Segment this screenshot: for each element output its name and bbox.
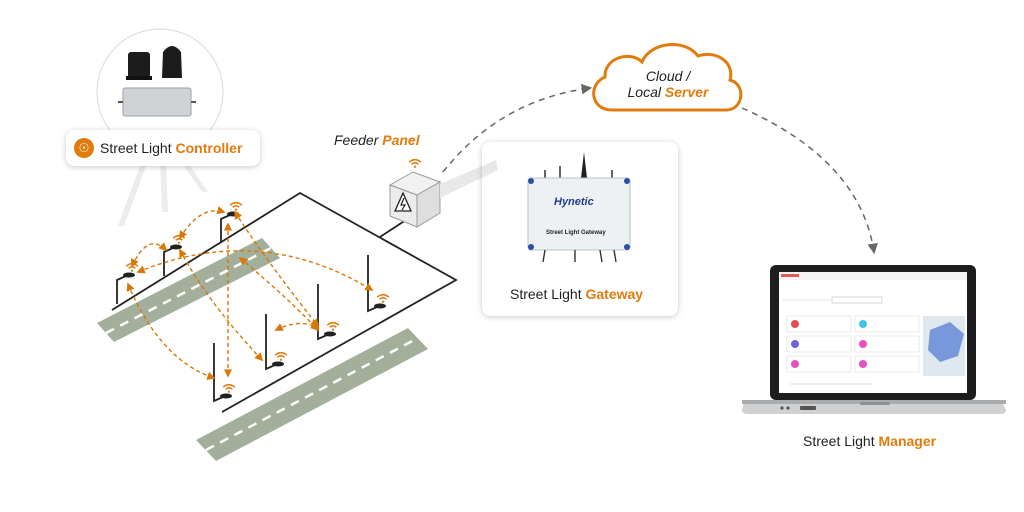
controller-label-card: ☉ Street Light Controller	[66, 130, 260, 166]
street-lamp-icon	[317, 284, 328, 341]
manager-label: Street Light Manager	[803, 433, 937, 449]
feeder-panel-label: Feeder Panel	[334, 132, 420, 148]
server-links	[442, 83, 878, 255]
gateway-label: Street Light Gateway	[510, 286, 644, 302]
gateway-device-text: Street Light Gateway	[546, 230, 606, 236]
street-lamp-icon	[213, 343, 224, 403]
gateway-device-brand: Hynetic	[554, 196, 594, 208]
cloud-label-line1: Cloud /	[645, 68, 691, 84]
gateway-card: Hynetic Street Light Gateway Street Ligh…	[482, 142, 678, 316]
gateway-device	[527, 152, 631, 263]
lower-road	[196, 328, 428, 461]
electric-hazard-icon	[393, 191, 413, 212]
feeder-panel-box	[388, 160, 498, 228]
controller-callout	[96, 28, 224, 226]
lamp-heads	[123, 211, 386, 399]
wifi-icon	[408, 158, 422, 168]
street-lamp-icon	[367, 255, 378, 313]
wifi-icon	[326, 321, 340, 331]
cloud-label: Cloud / Local Server	[600, 68, 736, 100]
laptop-icon	[742, 265, 1006, 414]
controller-label: Street Light Controller	[100, 140, 243, 156]
street-lamp-icon	[116, 275, 127, 304]
street-lamp-icon	[265, 314, 276, 371]
cloud-label-line2: Local Server	[627, 84, 709, 100]
cloud-icon	[592, 43, 743, 112]
wifi-icon	[172, 234, 186, 244]
controller-icon: ☉	[74, 138, 94, 158]
mesh-links	[126, 206, 374, 380]
wifi-icon	[229, 201, 243, 211]
wifi-icon	[222, 383, 236, 393]
wifi-icon	[376, 293, 390, 303]
upper-road	[97, 238, 280, 342]
wifi-icon	[274, 351, 288, 361]
